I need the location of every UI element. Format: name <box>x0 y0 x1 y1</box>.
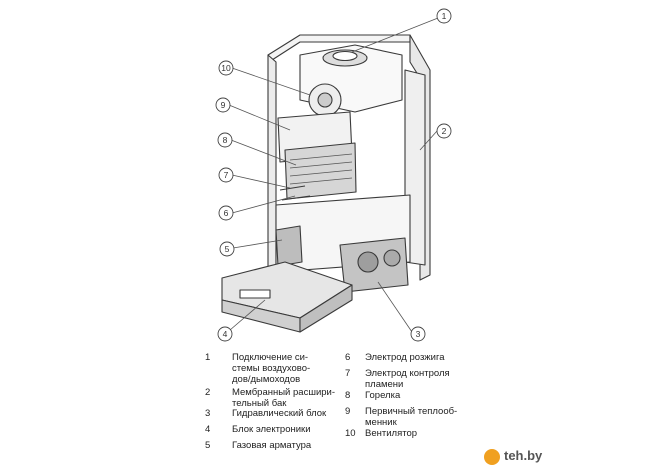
legend-number: 3 <box>205 408 211 419</box>
legend-number: 2 <box>205 387 211 398</box>
callout-label-4: 4 <box>223 329 228 339</box>
legend-number: 4 <box>205 424 211 435</box>
callout-circle-4 <box>217 326 233 342</box>
legend-text: Блок электроники <box>232 424 311 435</box>
legend-right: 6 Электрод розжига 7 Электрод контроля плам… <box>345 352 485 447</box>
legend-number: 9 <box>345 406 351 417</box>
burner <box>284 142 357 200</box>
legend-number: 6 <box>345 352 351 363</box>
callout-circle-6 <box>218 205 234 221</box>
ignition-electrode <box>281 195 311 201</box>
flame-electrode <box>279 185 306 191</box>
legend-text: Электрод розжига <box>365 352 445 363</box>
watermark-logo-icon <box>484 449 500 465</box>
callout-label-9: 9 <box>221 100 226 110</box>
callout-circle-2 <box>436 123 452 139</box>
callout-circle-5 <box>219 241 235 257</box>
legend-number: 5 <box>205 440 211 451</box>
watermark-badge <box>480 446 650 468</box>
callout-circle-1 <box>436 8 452 24</box>
callout-label-1: 1 <box>442 11 447 21</box>
callout-circle-3 <box>410 326 426 342</box>
callout-label-5: 5 <box>225 244 230 254</box>
legend-number: 10 <box>345 428 356 439</box>
callout-circle-9 <box>215 97 231 113</box>
callout-label-3: 3 <box>416 329 421 339</box>
legend-text: Вентилятор <box>365 428 418 439</box>
callout-label-6: 6 <box>224 208 229 218</box>
watermark-text: teh.by <box>504 448 543 463</box>
legend-text: Подключение си- стемы воздухово- дов/дым… <box>232 352 311 385</box>
legend-text: Газовая арматура <box>232 440 312 451</box>
boiler-frame-left <box>267 54 277 296</box>
legend-text: Первичный теплооб- менник <box>365 406 458 428</box>
boiler-diagram: 1 2 3 4 5 6 7 8 9 10 <box>215 8 452 342</box>
legend-text: Гидравлический блок <box>232 408 327 419</box>
gas-valve <box>275 225 303 267</box>
callout-circle-10 <box>218 60 234 76</box>
legend-number: 7 <box>345 368 351 379</box>
callout-label-7: 7 <box>224 170 229 180</box>
callout-circle-7 <box>218 167 234 183</box>
callout-label-8: 8 <box>223 135 228 145</box>
legend-number: 8 <box>345 390 351 401</box>
callout-label-2: 2 <box>442 126 447 136</box>
legend-text: Электрод контроля пламени <box>365 368 450 390</box>
legend-left: 1 Подключение си- стемы воздухово- дов/ды… <box>205 352 355 451</box>
callout-label-10: 10 <box>221 63 231 73</box>
legend-number: 1 <box>205 352 211 363</box>
legend-text: Горелка <box>365 390 401 401</box>
legend-text: Мембранный расшири- тельный бак <box>232 387 336 409</box>
callout-circle-8 <box>217 132 233 148</box>
